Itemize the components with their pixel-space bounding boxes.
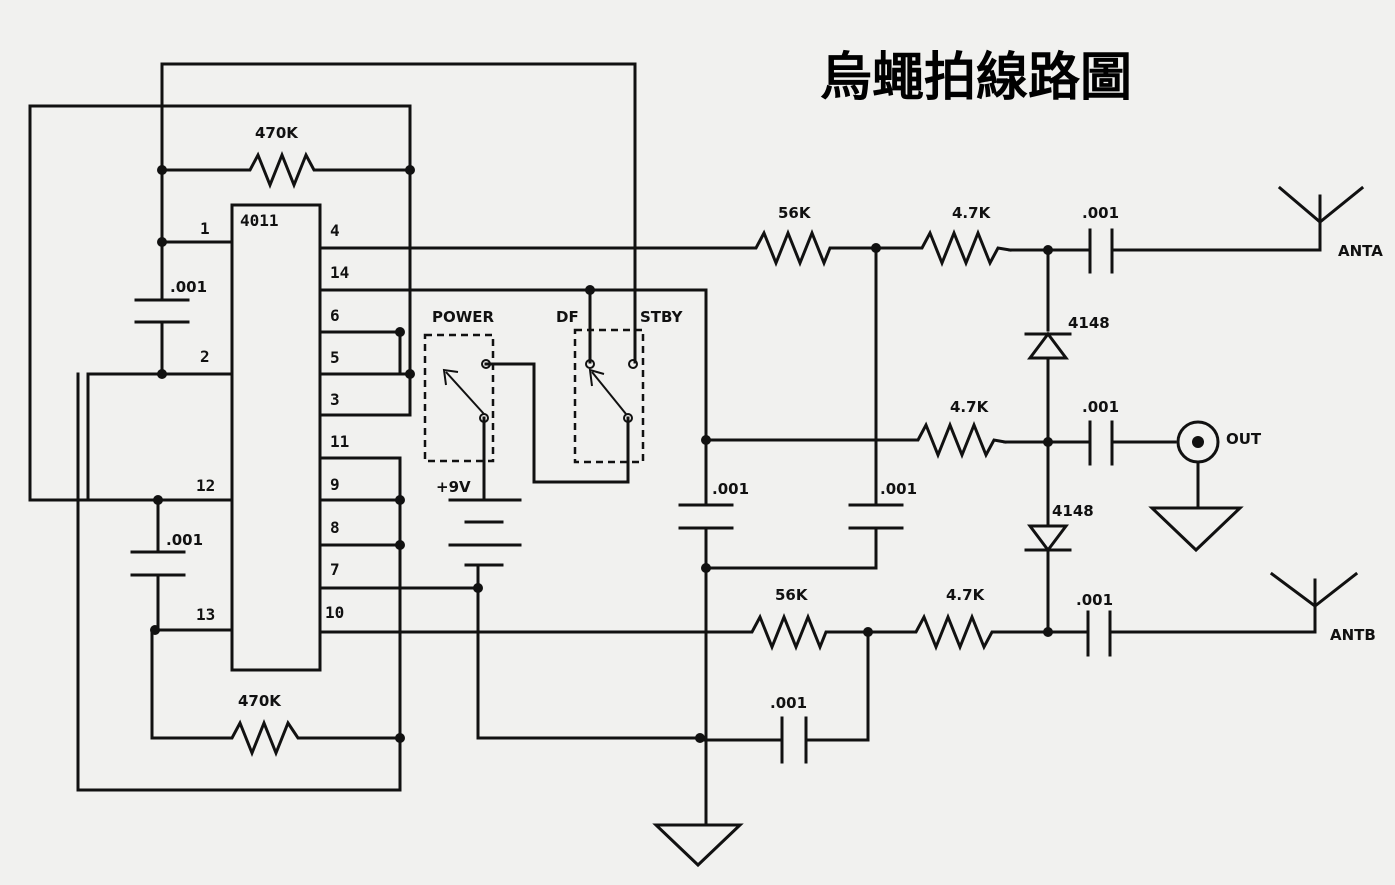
- capacitor-anta-label: .001: [1082, 204, 1119, 222]
- pin-11-label: 11: [330, 432, 349, 451]
- resistor-4-7k-bottom-label: 4.7K: [946, 586, 986, 604]
- ground-output: [1148, 506, 1244, 553]
- antenna-a: ANTA: [1277, 185, 1383, 260]
- pin-12-label: 12: [196, 476, 215, 495]
- resistor-470k-bottom-label: 470K: [238, 692, 282, 710]
- resistor-4-7k-bottom: 4.7K: [908, 586, 1002, 652]
- pin-6-label: 6: [330, 306, 340, 325]
- battery-label: +9V: [436, 478, 471, 496]
- pin-1-label: 1: [200, 219, 210, 238]
- resistor-4-7k-top: 4.7K: [913, 204, 1012, 268]
- pin-9-label: 9: [330, 475, 340, 494]
- ground-main: [652, 823, 744, 868]
- power-switch-label: POWER: [432, 308, 495, 326]
- output-label: OUT: [1226, 430, 1262, 448]
- power-switch: POWER: [423, 308, 495, 463]
- output-jack: OUT: [1176, 420, 1262, 464]
- resistor-470k-top: 470K: [238, 124, 324, 190]
- resistor-470k-bottom: 470K: [220, 692, 312, 758]
- diagram-title: 烏蠅拍線路圖: [820, 47, 1132, 108]
- pin-7-label: 7: [330, 560, 340, 579]
- stby-label: STBY: [640, 308, 684, 326]
- capacitor-pin1-label: .001: [170, 278, 207, 296]
- capacitor-antb: .001: [1076, 591, 1113, 657]
- pin-10-label: 10: [325, 603, 344, 622]
- diode-bottom: 4148: [1024, 502, 1094, 553]
- capacitor-mid-right-label: .001: [880, 480, 917, 498]
- diode-top-label: 4148: [1068, 314, 1110, 332]
- capacitor-bottom: .001: [770, 694, 808, 764]
- df-stby-switch: DF STBY: [556, 308, 684, 464]
- capacitor-bottom-label: .001: [770, 694, 807, 712]
- junction-dots: [150, 165, 1053, 743]
- resistor-56k-bottom-label: 56K: [775, 586, 809, 604]
- diode-bottom-label: 4148: [1052, 502, 1094, 520]
- capacitor-pin12-label: .001: [166, 531, 203, 549]
- wiring: [28, 62, 750, 792]
- rf-wiring: [698, 246, 1322, 827]
- pin-2-label: 2: [200, 347, 210, 366]
- antenna-b-label: ANTB: [1330, 626, 1376, 644]
- pin-4-label: 4: [330, 221, 340, 240]
- pin-8-label: 8: [330, 518, 340, 537]
- capacitor-mid-right: .001: [848, 480, 917, 530]
- resistor-470k-top-label: 470K: [255, 124, 299, 142]
- capacitor-pin1: .001: [134, 278, 207, 324]
- battery-9v: +9V: [436, 478, 522, 567]
- resistor-4-7k-top-label: 4.7K: [952, 204, 992, 222]
- resistor-56k-top-label: 56K: [778, 204, 812, 222]
- antenna-b: ANTB: [1269, 571, 1376, 644]
- pin-3-label: 3: [330, 390, 340, 409]
- capacitor-antb-label: .001: [1076, 591, 1113, 609]
- resistor-4-7k-mid: 4.7K: [910, 398, 1007, 460]
- capacitor-mid-left: .001: [678, 480, 749, 530]
- antenna-a-label: ANTA: [1338, 242, 1383, 260]
- resistor-56k-top: 56K: [746, 204, 838, 268]
- ic-4011: 4011: [230, 203, 322, 672]
- capacitor-mid-left-label: .001: [712, 480, 749, 498]
- resistor-56k-bottom: 56K: [743, 586, 832, 652]
- pin-14-label: 14: [330, 263, 349, 282]
- capacitor-pin12: .001: [130, 531, 203, 577]
- capacitor-anta: .001: [1082, 204, 1119, 274]
- df-label: DF: [556, 308, 579, 326]
- capacitor-out-label: .001: [1082, 398, 1119, 416]
- pin-13-label: 13: [196, 605, 215, 624]
- ic-body: [230, 203, 322, 672]
- pin-5-label: 5: [330, 348, 340, 367]
- diode-top: 4148: [1024, 314, 1110, 360]
- resistor-4-7k-mid-label: 4.7K: [950, 398, 990, 416]
- capacitor-out: .001: [1082, 398, 1119, 466]
- ic-part-label: 4011: [240, 211, 279, 230]
